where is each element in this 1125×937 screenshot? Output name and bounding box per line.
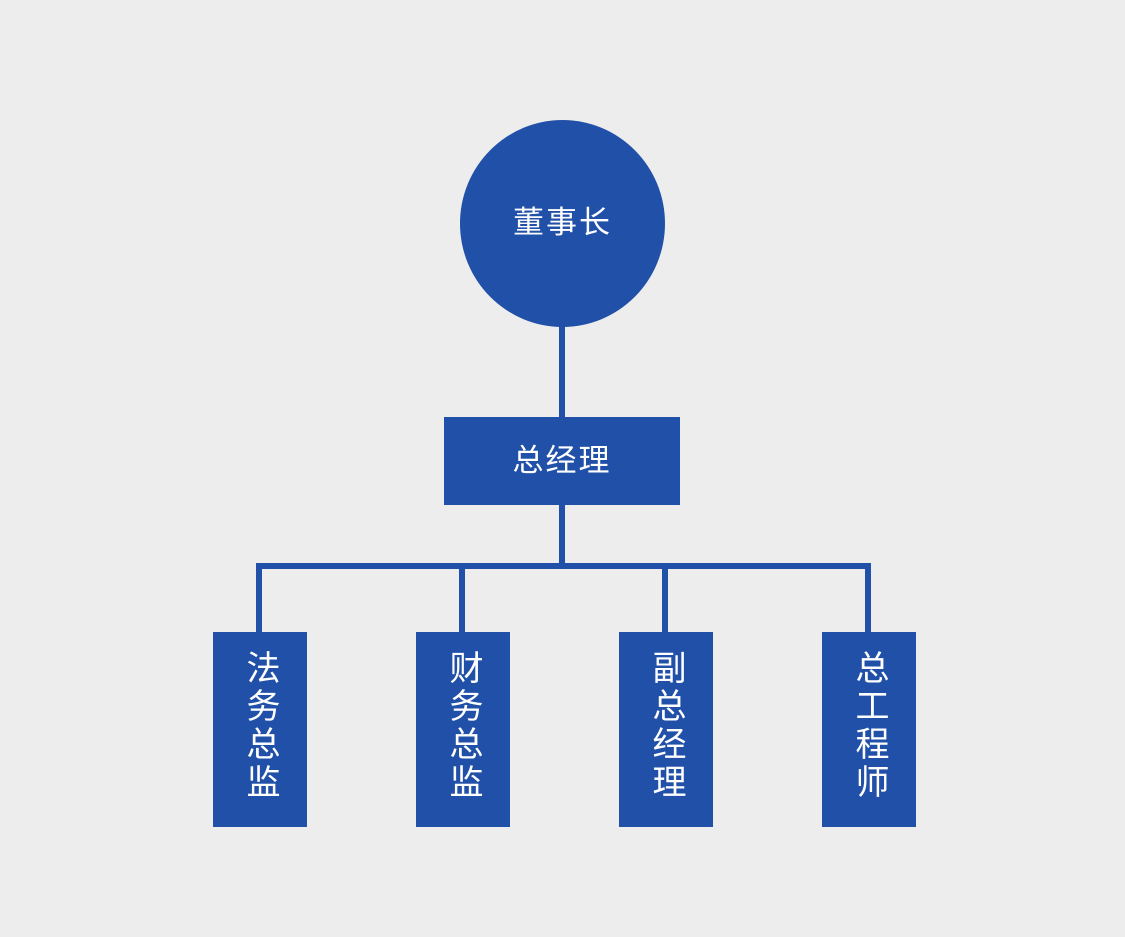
org-node-finance-director-label: 财务总监 [444,650,482,802]
edge-drop-deputy-gm [662,563,668,633]
org-node-deputy-gm-label: 副总经理 [647,650,685,802]
edge-drop-chief-engineer [865,563,871,633]
org-node-general-manager-label: 总经理 [512,442,612,478]
org-node-legal-director-label: 法务总监 [241,650,279,802]
edge-drop-legal-director [256,563,262,633]
edge-horizontal-bus [256,563,871,569]
org-node-deputy-gm[interactable]: 副总经理 [619,632,713,827]
org-node-chairman-label: 董事长 [513,205,612,241]
edge-general-manager-stem [559,503,565,566]
org-node-chairman[interactable]: 董事长 [460,120,665,327]
org-node-finance-director[interactable]: 财务总监 [416,632,510,827]
org-node-general-manager[interactable]: 总经理 [444,417,680,505]
org-node-legal-director[interactable]: 法务总监 [213,632,307,827]
edge-drop-finance-director [459,563,465,633]
edge-chairman-to-general-manager [559,325,565,419]
org-node-chief-engineer-label: 总工程师 [850,650,888,802]
org-node-chief-engineer[interactable]: 总工程师 [822,632,916,827]
